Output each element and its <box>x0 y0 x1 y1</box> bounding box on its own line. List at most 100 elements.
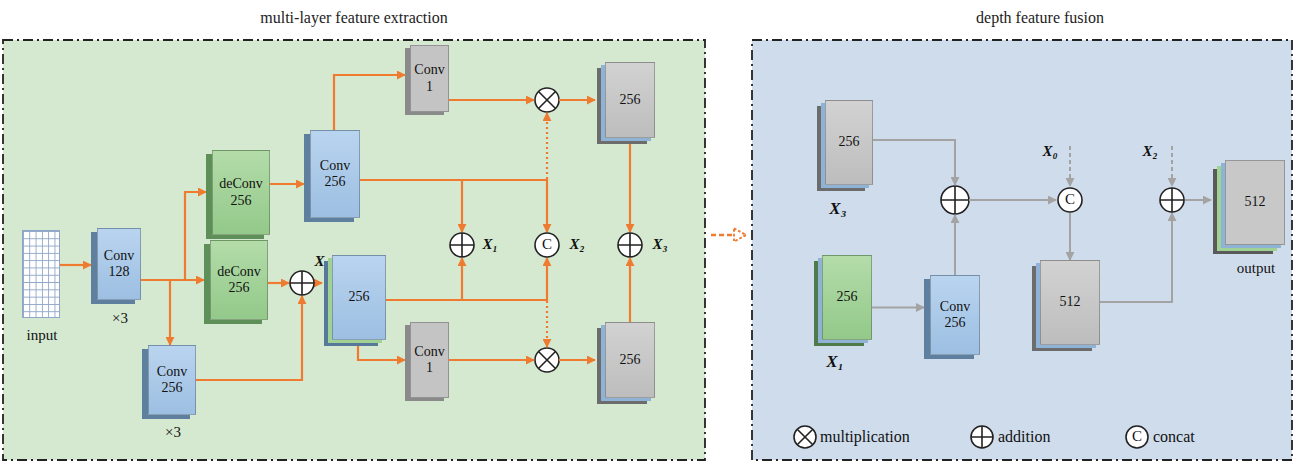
feature-block: Conv 256 <box>930 275 980 355</box>
feature-block: 256 <box>605 62 655 138</box>
operator-outline <box>1159 187 1185 213</box>
caption-label: ×3 <box>112 310 128 327</box>
tensor-label: X₁ <box>482 236 497 253</box>
arrow-connector <box>629 258 631 322</box>
panel-title: depth feature fusion <box>976 9 1104 27</box>
arrow-connector <box>358 340 405 360</box>
operator-circle: CX₀ <box>1057 187 1083 213</box>
arrow-connector <box>386 258 462 300</box>
operator-circle: X₂ <box>1159 187 1185 213</box>
feature-block: deConv 256 <box>210 240 268 320</box>
multiply-symbol <box>535 348 559 372</box>
dashed-arrow <box>1069 146 1071 186</box>
feature-block: 256 <box>332 255 386 340</box>
block-label: 512 <box>1060 294 1081 310</box>
operator-ring <box>450 233 474 257</box>
tensor-label: X₂ <box>1142 143 1157 160</box>
flow-arrow <box>448 99 534 101</box>
arrow-connector <box>1100 213 1172 302</box>
arrow-connector <box>141 280 170 345</box>
block-label: 256 <box>620 352 641 368</box>
feature-block: 512 <box>1040 260 1100 345</box>
tensor-label: X₁ <box>826 352 843 372</box>
plus-sign <box>1160 188 1184 212</box>
block-label: 256 <box>349 289 370 305</box>
block-label: Conv 1 <box>414 344 445 376</box>
feature-block: 256 <box>605 322 655 398</box>
panel: multi-layer feature extractioninputConv … <box>3 40 705 460</box>
operator-circle: CX₂ <box>534 232 560 258</box>
block-label: Conv 256 <box>152 364 192 396</box>
block-label: Conv 256 <box>314 158 356 190</box>
block-label: deConv 256 <box>216 176 266 208</box>
block-label: 256 <box>837 289 858 305</box>
caption-label: output <box>1237 260 1275 277</box>
arrow-connector <box>60 264 91 266</box>
operator-ring <box>535 233 559 257</box>
block-label: Conv 1 <box>414 62 445 94</box>
arrow-connector <box>334 75 405 130</box>
arrow-connector <box>872 307 924 309</box>
arrow-connector <box>1069 213 1071 260</box>
tensor-label: X₃ <box>652 236 667 253</box>
feature-block: 256X₁ <box>822 255 872 340</box>
feature-block: Conv 256 <box>310 130 360 218</box>
caption-label: input <box>27 327 58 344</box>
legend-concat-symbol <box>1126 426 1148 448</box>
add-symbol <box>941 186 969 214</box>
feature-block: deConv 256 <box>212 150 270 235</box>
plus-sign <box>450 233 474 257</box>
block-label: C <box>542 236 552 253</box>
flow-arrow <box>969 199 1056 201</box>
operator-outline <box>617 232 643 258</box>
input-grid: input <box>22 230 60 318</box>
legend-text: concat <box>1153 428 1195 446</box>
plus-sign <box>290 271 314 295</box>
arrow-connector <box>360 180 547 232</box>
feature-block: Conv 1 <box>410 322 449 398</box>
block-label: deConv 256 <box>214 264 264 296</box>
operator-circle: X₁ <box>449 232 475 258</box>
panel-ground <box>3 40 705 460</box>
tensor-label: X₃ <box>829 199 846 219</box>
arrow-connector <box>141 192 206 280</box>
flow-arrow <box>954 215 956 275</box>
block-label: Conv 128 <box>101 248 137 280</box>
operator-outline <box>289 270 315 296</box>
flow-arrow <box>448 359 534 361</box>
operator-ring <box>1160 188 1184 212</box>
tensor-label: X₀ <box>1042 143 1057 160</box>
flow-arrow <box>559 99 595 101</box>
arrow-connector <box>270 183 304 185</box>
dashed-arrow <box>1171 146 1173 186</box>
operator-ring <box>1058 188 1082 212</box>
arrow-connector <box>386 258 547 300</box>
legend-multiply-symbol <box>794 426 816 448</box>
plus-sign <box>618 233 642 257</box>
block-label: 512 <box>1245 194 1266 210</box>
arrow-connector <box>360 180 462 232</box>
tensor-label: X₀ <box>314 253 329 270</box>
block-label: 256 <box>620 92 641 108</box>
arrow-connector <box>1185 199 1211 201</box>
arrow-connector <box>315 282 322 284</box>
flow-arrow <box>559 359 595 361</box>
multiply-symbol <box>535 88 559 112</box>
operator-circle: X₃ <box>617 232 643 258</box>
dotted-arrow <box>546 301 548 347</box>
arrow-connector <box>268 282 289 284</box>
operator-outline <box>449 232 475 258</box>
tensor-label: X₂ <box>569 236 584 253</box>
feature-block: 512output <box>1225 160 1285 245</box>
operator-ring <box>618 233 642 257</box>
feature-block: Conv 1 <box>410 45 449 112</box>
feature-block: 256X₃ <box>825 100 873 185</box>
legend-text: addition <box>998 428 1050 446</box>
legend-symbol-text: C <box>1132 428 1142 445</box>
block-label: C <box>1065 191 1075 208</box>
feature-block: Conv 128×3 <box>97 228 141 300</box>
flow-arrow <box>873 140 955 185</box>
panel-ground <box>752 40 1292 460</box>
operator-ring <box>290 271 314 295</box>
caption-label: ×3 <box>165 424 181 441</box>
